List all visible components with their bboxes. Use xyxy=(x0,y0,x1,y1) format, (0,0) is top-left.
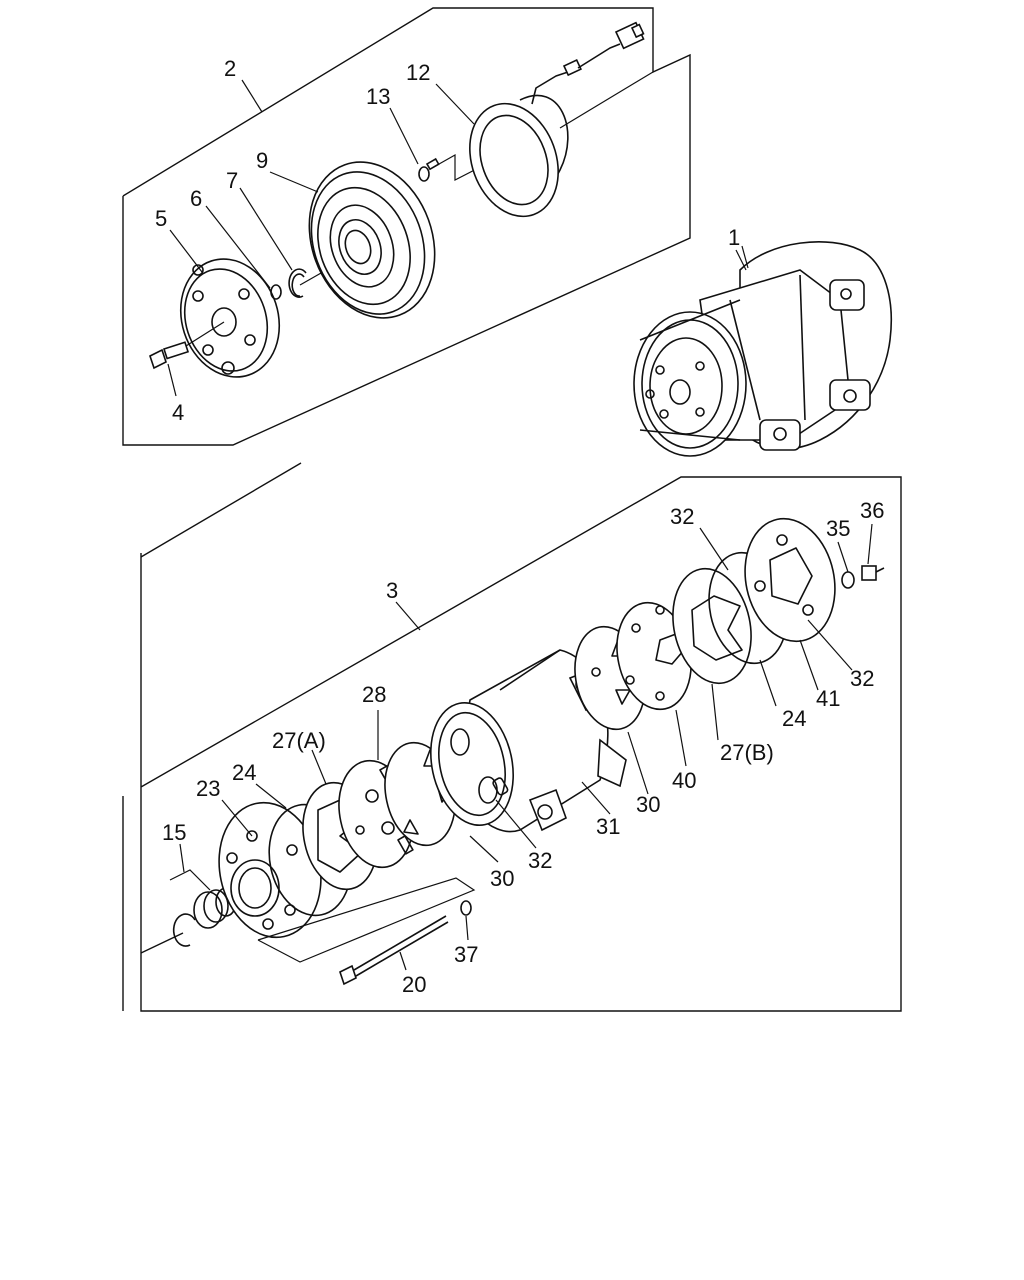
leader-lines xyxy=(167,79,873,971)
callout-3: 3 xyxy=(386,578,398,603)
coil-connector-wire xyxy=(531,21,645,105)
internal-group-frame xyxy=(122,462,902,1012)
callout-32-c: 32 xyxy=(850,666,874,691)
callout-32-b: 32 xyxy=(670,504,694,529)
compressor-assembly-1 xyxy=(633,241,893,457)
shaft-seal-15 xyxy=(169,869,237,947)
clutch-front-plate xyxy=(179,258,281,378)
callout-31: 31 xyxy=(596,814,620,839)
callout-2: 2 xyxy=(224,56,236,81)
callout-28: 28 xyxy=(362,682,386,707)
pulley-9 xyxy=(308,161,436,319)
callout-32-a: 32 xyxy=(528,848,552,873)
clutch-group-frame xyxy=(122,7,691,446)
callout-6: 6 xyxy=(190,186,202,211)
cylinder-block-31 xyxy=(430,649,627,833)
washer-37 xyxy=(460,900,472,916)
callout-41: 41 xyxy=(816,686,840,711)
callout-9: 9 xyxy=(256,148,268,173)
bolt-36 xyxy=(861,565,885,581)
callout-13: 13 xyxy=(366,84,390,109)
callout-15: 15 xyxy=(162,820,186,845)
through-bolt-20 xyxy=(257,877,476,986)
callout-24-front: 24 xyxy=(232,760,256,785)
washer-35 xyxy=(841,571,855,589)
callout-37: 37 xyxy=(454,942,478,967)
callout-5: 5 xyxy=(155,206,167,231)
callout-27b: 27(B) xyxy=(720,740,774,765)
callout-35: 35 xyxy=(826,516,850,541)
callout-27a: 27(A) xyxy=(272,728,326,753)
callout-40: 40 xyxy=(672,768,696,793)
rear-head-41 xyxy=(744,517,836,643)
callout-20: 20 xyxy=(402,972,426,997)
snap-ring-7 xyxy=(288,268,307,298)
callout-36: 36 xyxy=(860,498,884,523)
callout-23: 23 xyxy=(196,776,220,801)
callout-30-front: 30 xyxy=(490,866,514,891)
callout-4: 4 xyxy=(172,400,184,425)
callout-12: 12 xyxy=(406,60,430,85)
bolt-4 xyxy=(149,321,225,370)
callout-labels: 1 2 3 4 5 6 7 9 12 13 15 20 23 24 24 27(… xyxy=(155,56,884,997)
field-coil-12 xyxy=(469,71,654,218)
callout-7: 7 xyxy=(226,168,238,193)
shim-6 xyxy=(270,284,282,300)
valve-plate-40 xyxy=(616,601,692,711)
callout-30-rear: 30 xyxy=(636,792,660,817)
callout-1: 1 xyxy=(728,225,740,250)
front-head-23 xyxy=(218,801,322,939)
callout-24-rear: 24 xyxy=(782,706,806,731)
